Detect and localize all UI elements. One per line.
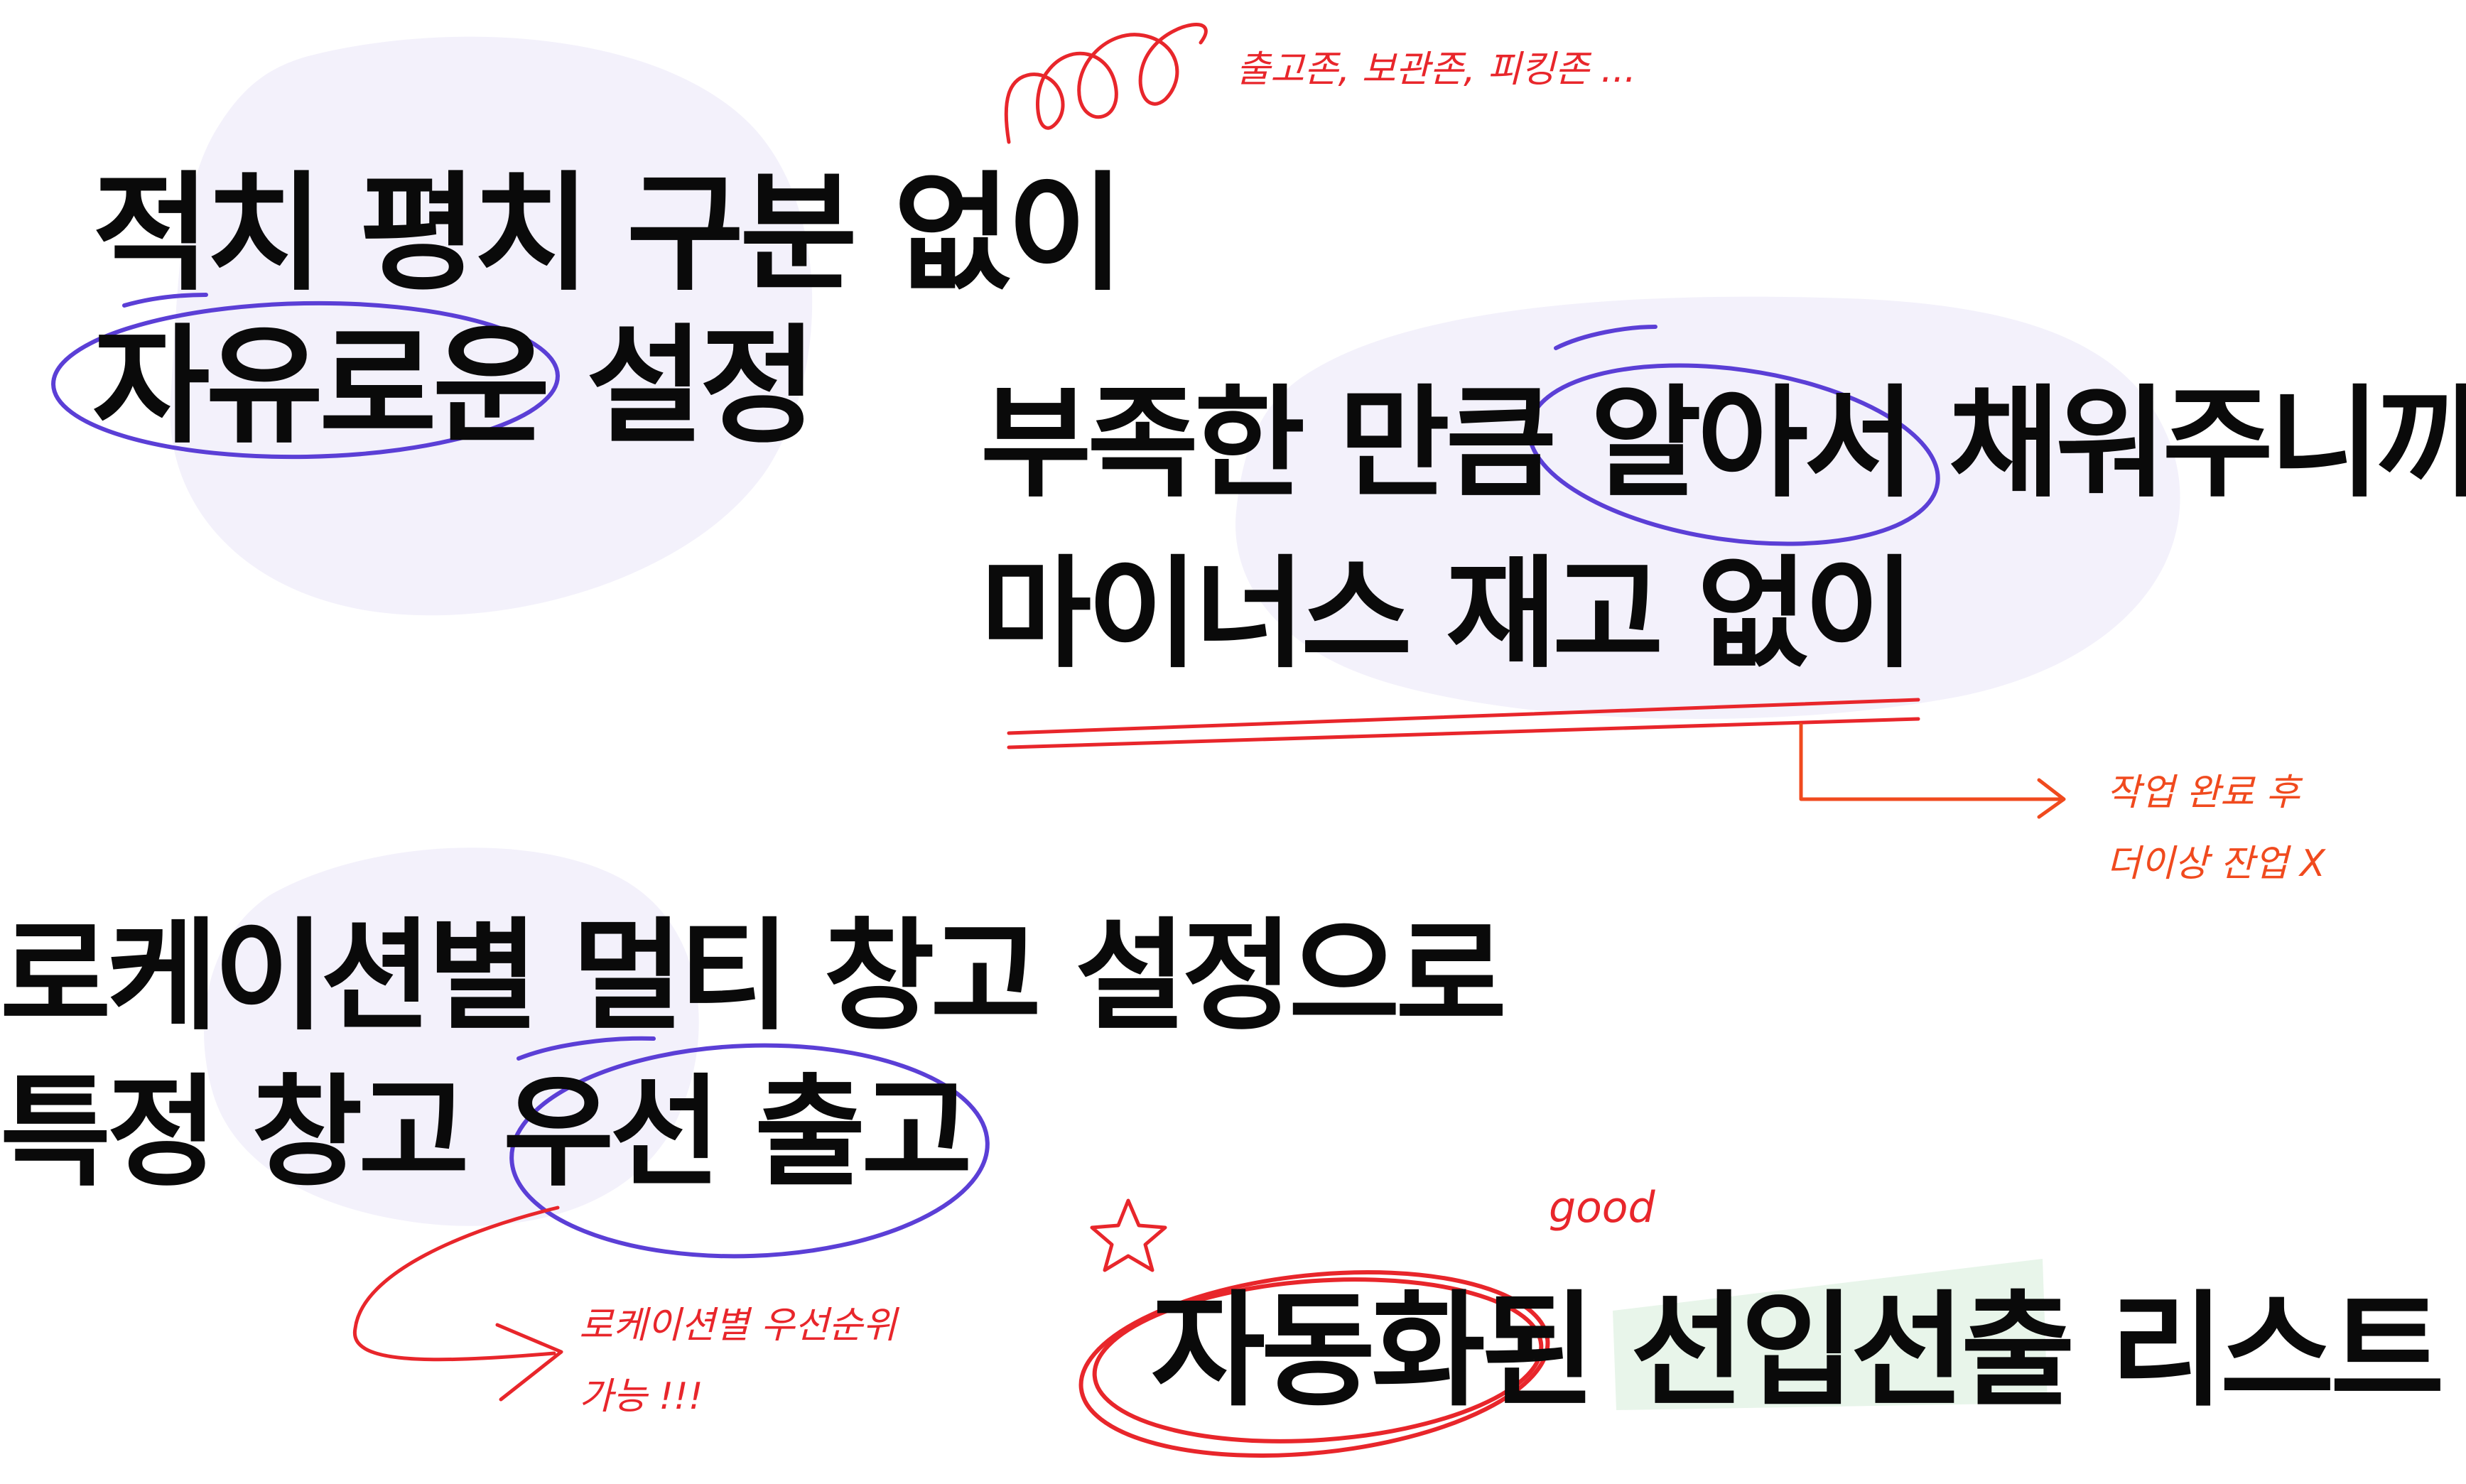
note-after-work-1: 작업 완료 후 bbox=[2107, 771, 2300, 814]
note-priority-2: 가능 !!! bbox=[579, 1375, 703, 1418]
headline-bottom-highlight: 선입선출 bbox=[1630, 1279, 2075, 1424]
note-good: good bbox=[1549, 1183, 1655, 1233]
double-underline bbox=[1007, 698, 1920, 749]
headline-top-right-1: 부족한 만큼 알아서 채워주니까 bbox=[980, 374, 2466, 514]
scribble-loop-icon bbox=[1004, 23, 1208, 144]
note-after-work-2: 더이상 잔업 X bbox=[2107, 843, 2325, 885]
circle-tick-3 bbox=[517, 1036, 656, 1061]
note-priority-1: 로케이션별 우선순위 bbox=[579, 1304, 897, 1347]
headline-top-right-2: 마이너스 재고 없이 bbox=[980, 544, 1915, 685]
purple-circles bbox=[51, 293, 1940, 1259]
headline-bottom-right: 자동화된 선입선출 리스트 bbox=[1151, 1289, 2445, 1414]
curved-arrow-icon bbox=[352, 1206, 563, 1402]
circle-priority bbox=[509, 1043, 990, 1259]
circle-tick-1 bbox=[122, 293, 208, 308]
highlight-fifo bbox=[1613, 1259, 2048, 1410]
star-icon bbox=[1090, 1198, 1167, 1272]
circle-tick-2 bbox=[1554, 325, 1657, 350]
blob-middle-left bbox=[203, 847, 699, 1226]
headline-top-left-1: 적치 평치 구분 없이 bbox=[92, 160, 1125, 308]
headline-bottom-suffix: 리스트 bbox=[2070, 1279, 2445, 1424]
arrow-icon bbox=[1799, 722, 2066, 819]
headline-top-left-2: 자유로운 설정 bbox=[92, 313, 817, 461]
headline-middle-left-2: 특정 창고 우선 출고 bbox=[0, 1063, 973, 1203]
red-ellipse bbox=[1078, 1269, 1550, 1458]
note-zones: 출고존, 보관존, 피킹존 ... bbox=[1236, 48, 1636, 91]
blob-top-right bbox=[1235, 296, 2180, 720]
circle-free-setting bbox=[51, 300, 560, 460]
headline-middle-left-1: 로케이션별 멀티 창고 설정으로 bbox=[0, 906, 1507, 1047]
circle-auto-fill bbox=[1527, 363, 1940, 546]
headline-bottom-prefix: 자동화된 bbox=[1151, 1279, 1631, 1424]
